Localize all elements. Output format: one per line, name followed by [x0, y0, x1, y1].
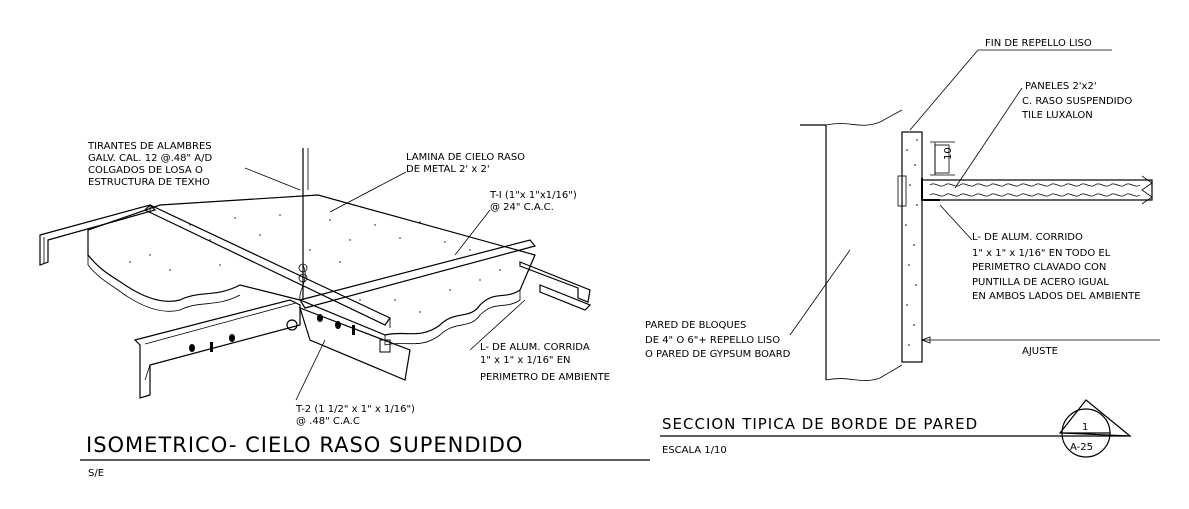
ceiling-panel: [87, 194, 536, 336]
wall-block-outline: [800, 124, 827, 380]
label-l-alum-s-4: PUNTILLA DE ACERO IGUAL: [972, 277, 1109, 288]
leader-t2: [295, 339, 326, 401]
leader-pared: [789, 249, 851, 336]
label-tirantes-1: TIRANTES DE ALAMBRES: [87, 141, 212, 152]
leader-tirantes: [244, 167, 301, 191]
label-tirantes-2: GALV. CAL. 12 @.48" A/D: [88, 153, 213, 164]
label-l-alum-s-3: PERIMETRO CLAVADO CON: [972, 262, 1106, 273]
label-l-alum-s-5: EN AMBOS LADOS DEL AMBIENTE: [972, 291, 1141, 302]
section-title: SECCION TIPICA DE BORDE DE PARED: [662, 415, 978, 433]
panel-texture: [129, 214, 501, 313]
dim-10-label: 10: [943, 147, 954, 160]
label-tirantes-4: ESTRUCTURA DE TEXHO: [88, 177, 210, 188]
label-paneles-1: PANELES 2'x2': [1025, 81, 1097, 92]
ajuste-label: AJUSTE: [1022, 346, 1058, 357]
tee-main-rail: [143, 204, 391, 326]
isometric-drawing: TIRANTES DE ALAMBRES GALV. CAL. 12 @.48"…: [39, 141, 650, 479]
leader-t1: [454, 209, 491, 256]
l-angle-section: [921, 178, 940, 201]
leader-lamina: [329, 171, 407, 213]
tee-2-front-rail: [133, 299, 301, 399]
leader-fin: [909, 49, 1112, 131]
callout-sheet: A-25: [1070, 442, 1093, 453]
label-pared-2: DE 4" O 6"+ REPELLO LISO: [645, 335, 780, 346]
label-t1-2: @ 24" C.A.C.: [490, 202, 554, 213]
hanger-clip: [286, 319, 298, 331]
label-l-alum-3: PERIMETRO DE AMBIENTE: [480, 372, 610, 383]
callout-bubble: 1 A-25: [1058, 399, 1132, 458]
tee-cross-rail: [299, 239, 537, 309]
label-t2-1: T-2 (1 1/2" x 1" x 1/16"): [295, 404, 415, 415]
tee-2-back-slots: [317, 314, 391, 353]
wall-plaster: [901, 131, 923, 363]
label-pared-1: PARED DE BLOQUES: [645, 320, 746, 331]
label-lamina-1: LAMINA DE CIELO RASO: [406, 152, 525, 163]
ceiling-panel-section: [921, 179, 1153, 201]
ajuste-dimension: [921, 335, 1160, 345]
label-l-alum-s-2: 1" x 1" x 1/16" EN TODO EL: [972, 248, 1111, 259]
perimeter-angle-left: [39, 204, 157, 266]
label-paneles-3: TILE LUXALON: [1021, 110, 1093, 121]
isometric-scale: S/E: [88, 468, 104, 479]
label-pared-3: O PARED DE GYPSUM BOARD: [645, 349, 791, 360]
section-scale: ESCALA 1/10: [662, 445, 727, 456]
section-drawing: 10 AJUSTE FIN DE REPELLO LISO PANELES 2'…: [645, 38, 1160, 458]
wall-hatch: [905, 139, 918, 346]
label-t2-2: @ .48" C.A.C: [296, 416, 360, 427]
leader-l-alum: [469, 299, 526, 351]
leader-l-alum-section: [939, 204, 973, 241]
perimeter-angle-front: [539, 284, 592, 311]
label-l-alum-1: L- DE ALUM. CORRIDA: [480, 342, 590, 353]
label-paneles-2: C. RASO SUSPENDIDO: [1022, 96, 1132, 107]
tee-2-slots: [189, 334, 235, 352]
panel-section-texture: [929, 183, 1141, 197]
leader-paneles: [954, 87, 1023, 189]
label-l-alum-s-1: L- DE ALUM. CORRIDO: [972, 232, 1083, 243]
label-l-alum-2: 1" x 1" x 1/16" EN: [480, 355, 571, 366]
label-lamina-2: DE METAL 2' x 2': [406, 164, 490, 175]
perimeter-angle-right: [519, 261, 591, 303]
label-t1-1: T-I (1"x 1"x1/16"): [489, 190, 577, 201]
label-fin: FIN DE REPELLO LISO: [985, 38, 1092, 49]
label-tirantes-3: COLGADOS DE LOSA O: [88, 165, 203, 176]
isometric-title: ISOMETRICO- CIELO RASO SUPENDIDO: [86, 433, 523, 457]
callout-number: 1: [1082, 422, 1088, 433]
